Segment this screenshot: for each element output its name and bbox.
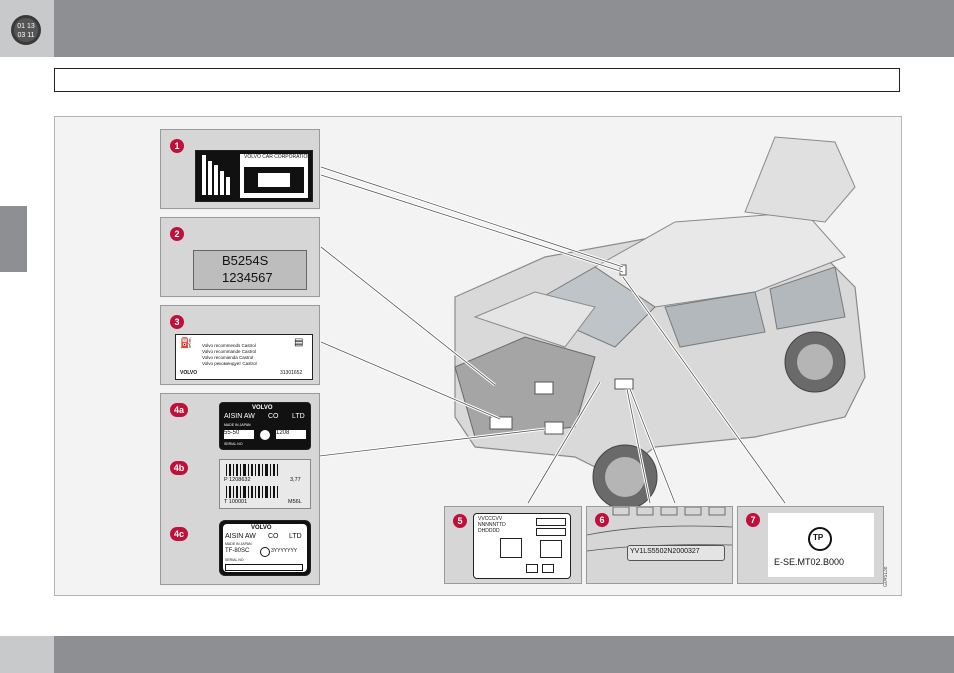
- label-6-vin: YV1LS5502N2000327: [630, 548, 700, 555]
- footer-bar: [54, 636, 954, 673]
- label-2-line2: 1234567: [222, 270, 273, 285]
- label-4a-brand: VOLVO: [252, 405, 273, 411]
- label-4c-plate: VOLVO AISIN AW CO LTD MADE IN JAPAN TF-8…: [219, 520, 311, 576]
- label-location-figure: G045138 1 VOLVO CAR CORPORATION 2 B5254S…: [54, 116, 902, 596]
- label-4a-seal-icon: [260, 430, 270, 440]
- label-4c-serial: SERIAL NO: [225, 558, 244, 562]
- label-4b-plate: P 1208632 3,77 T 100001 M56L: [219, 459, 311, 509]
- label-3-line-4: Volvo рекомендует Castrol: [202, 361, 257, 366]
- label-7-plate: TP E-SE.MT02.B000: [768, 513, 874, 577]
- badge-4c: 4c: [170, 527, 188, 541]
- label-4a-model: 55-50: [224, 430, 254, 439]
- label-4c-num: 3YYYYYYY: [271, 548, 298, 554]
- label-5-line-2: NNNNNTTD: [478, 522, 506, 528]
- label-4b-barcodes: [226, 464, 278, 498]
- label-6-plate: YV1LS5502N2000327: [627, 545, 725, 561]
- label-3-line-3: Volvo recomienda Castrol: [202, 355, 254, 360]
- chapter-tab: [0, 206, 27, 272]
- callout-4: 4a VOLVO AISIN AW CO LTD MADE IN JAPAN 5…: [160, 393, 320, 585]
- label-5-plate: VVCCCVV NNNNNTTD DHDDDD: [473, 513, 571, 579]
- label-7-mark: TP: [813, 533, 824, 542]
- badge-4a: 4a: [170, 403, 188, 417]
- badge-2: 2: [170, 227, 184, 241]
- badge-6: 6: [595, 513, 609, 527]
- label-3-line-2: Volvo recommande Castrol: [202, 349, 257, 354]
- label-4c-inner: VOLVO AISIN AW CO LTD MADE IN JAPAN TF-8…: [223, 524, 307, 572]
- callout-7: 7 TP E-SE.MT02.B000: [737, 506, 884, 584]
- callout-1: 1 VOLVO CAR CORPORATION: [160, 129, 320, 209]
- label-3-brand: VOLVO: [180, 370, 198, 376]
- label-2-plate: B5254S 1234567: [193, 250, 307, 290]
- label-5-line-1: VVCCCVV: [478, 516, 503, 522]
- badge-7: 7: [746, 513, 760, 527]
- label-4a-num: 1208: [276, 430, 306, 439]
- label-5-box-b: [536, 528, 566, 536]
- label-4a-maker: AISIN AW: [224, 413, 255, 420]
- label-4b-code: M56L: [288, 499, 302, 505]
- label-5-box-d: [540, 540, 562, 558]
- label-4a-made: MADE IN JAPAN: [224, 423, 251, 427]
- label-3-line-1: Volvo recommends Castrol: [202, 343, 256, 348]
- badge-4b: 4b: [170, 461, 188, 475]
- badge-1: 1: [170, 139, 184, 153]
- label-5-box-a: [536, 518, 566, 526]
- badge-3: 3: [170, 315, 184, 329]
- label-4b-ratio: 3,77: [290, 477, 301, 483]
- section-title-box: [54, 68, 900, 92]
- label-1-text: VOLVO CAR CORPORATION: [244, 154, 312, 160]
- header-icon-text-1: 01 13: [17, 23, 35, 30]
- manual-book-icon: ▤: [294, 337, 304, 348]
- header-icon-text-2: 03 11: [18, 32, 35, 39]
- label-5-line-3: DHDDDD: [478, 528, 500, 534]
- oil-can-icon: ⛽: [180, 338, 193, 349]
- ignition-lock-icon: 01 13 03 11: [11, 15, 41, 45]
- callout-3: 3 ⛽ ▤ Volvo recommends Castrol Volvo rec…: [160, 305, 320, 385]
- label-2-line1: B5254S: [222, 253, 269, 268]
- callout-5: 5 VVCCCVV NNNNNTTD DHDDDD: [444, 506, 582, 584]
- header-bar: [54, 0, 954, 57]
- label-4b-p-line: P 1208632: [224, 477, 251, 483]
- label-1-bars: [202, 154, 308, 198]
- label-4b-t-line: T 100001: [224, 499, 248, 505]
- header-icon-tab: 01 13 03 11: [0, 0, 54, 57]
- label-4c-brand: VOLVO: [251, 525, 272, 531]
- label-4c-ltd: LTD: [289, 533, 302, 540]
- callout-2: 2 B5254S 1234567: [160, 217, 320, 297]
- callout-6: 6 YV1LS5502N2000327: [586, 506, 733, 584]
- label-4c-seal-icon: [260, 547, 270, 557]
- label-4a-serial: SERIAL NO: [224, 442, 243, 446]
- label-3-code: 31301652: [280, 370, 303, 376]
- footer-tab: [0, 636, 54, 673]
- label-4c-made: MADE IN JAPAN: [225, 542, 252, 546]
- certification-mark-icon: TP: [808, 527, 832, 551]
- label-5-box-f: [542, 564, 554, 573]
- label-4a-co: CO: [268, 413, 279, 420]
- label-1-plate: VOLVO CAR CORPORATION: [195, 150, 313, 202]
- label-5-box-e: [526, 564, 538, 573]
- label-4c-model: TF-80SC: [225, 548, 250, 554]
- badge-5: 5: [453, 514, 467, 528]
- figure-code: G045138: [883, 566, 889, 587]
- label-4c-co: CO: [268, 533, 279, 540]
- label-5-box-c: [500, 538, 522, 558]
- label-4c-serial-box: [225, 564, 303, 571]
- label-4a-plate: VOLVO AISIN AW CO LTD MADE IN JAPAN 55-5…: [219, 402, 311, 450]
- label-4c-maker: AISIN AW: [225, 533, 256, 540]
- car-illustration: G045138: [310, 136, 889, 587]
- windscreen-edge: [587, 507, 732, 552]
- label-4a-ltd: LTD: [292, 413, 305, 420]
- label-3-plate: ⛽ ▤ Volvo recommends Castrol Volvo recom…: [175, 334, 313, 380]
- label-7-code: E-SE.MT02.B000: [774, 557, 845, 567]
